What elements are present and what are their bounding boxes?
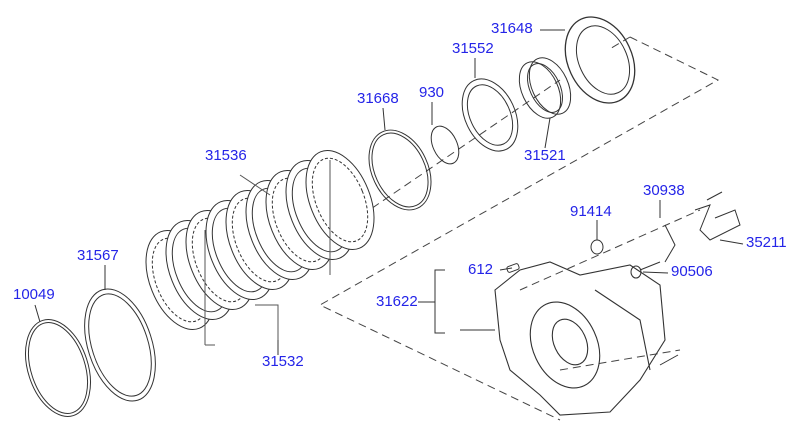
part-label-90506[interactable]: 90506 [671, 263, 713, 280]
part-label-31536[interactable]: 31536 [205, 147, 247, 164]
guide-lines [318, 36, 720, 421]
part-label-91414[interactable]: 91414 [570, 203, 612, 220]
part-label-30938[interactable]: 30938 [643, 182, 685, 199]
clutch-housing-31622 [494, 261, 666, 416]
clutch-plate [311, 157, 369, 243]
part-label-31668[interactable]: 31668 [357, 90, 399, 107]
part-label-31567[interactable]: 31567 [77, 247, 119, 264]
clutch-pack [145, 149, 375, 331]
snap-ring-10049 [25, 319, 91, 417]
part-label-930[interactable]: 930 [419, 84, 445, 101]
part-label-31521[interactable]: 31521 [524, 147, 566, 164]
part-label-35211[interactable]: 35211 [746, 234, 787, 251]
retaining-plate-31567 [84, 288, 156, 402]
part-label-31532[interactable]: 31532 [262, 353, 304, 370]
part-label-31622[interactable]: 31622 [376, 293, 418, 310]
part-label-31648[interactable]: 31648 [491, 20, 533, 37]
clutch-plate [305, 149, 375, 251]
part-label-31552[interactable]: 31552 [452, 40, 494, 57]
part-label-612[interactable]: 612 [468, 261, 494, 278]
leader-lines [34, 29, 744, 355]
part-label-10049[interactable]: 10049 [13, 286, 55, 303]
